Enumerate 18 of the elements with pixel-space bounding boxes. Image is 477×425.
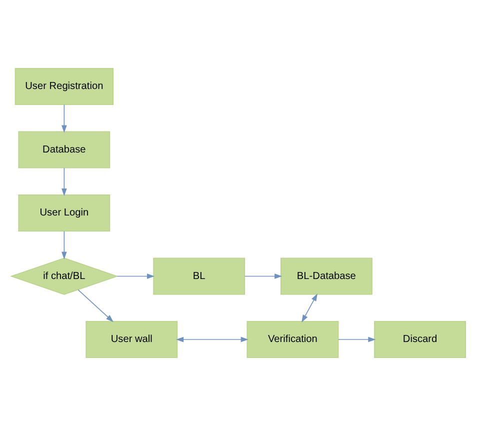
arrow: [116, 273, 155, 278]
node-box: User wall: [86, 320, 178, 358]
arrow: [338, 336, 376, 342]
node-box: Verification: [246, 320, 339, 358]
node-box: User Login: [18, 194, 110, 232]
arrow: [62, 104, 67, 132]
node-box: BL: [153, 257, 246, 294]
arrow: [62, 230, 67, 259]
arrow: [244, 273, 282, 278]
arrow: [302, 292, 318, 322]
arrow: [176, 336, 248, 342]
node-box: Database: [18, 130, 110, 168]
arrow: [62, 167, 67, 196]
node-box: User Registration: [14, 67, 114, 105]
node-box: BL-Database: [280, 257, 372, 294]
arrow: [78, 288, 114, 322]
node-diamond: if chat/BL: [10, 257, 118, 294]
node-box: Discard: [374, 320, 466, 358]
